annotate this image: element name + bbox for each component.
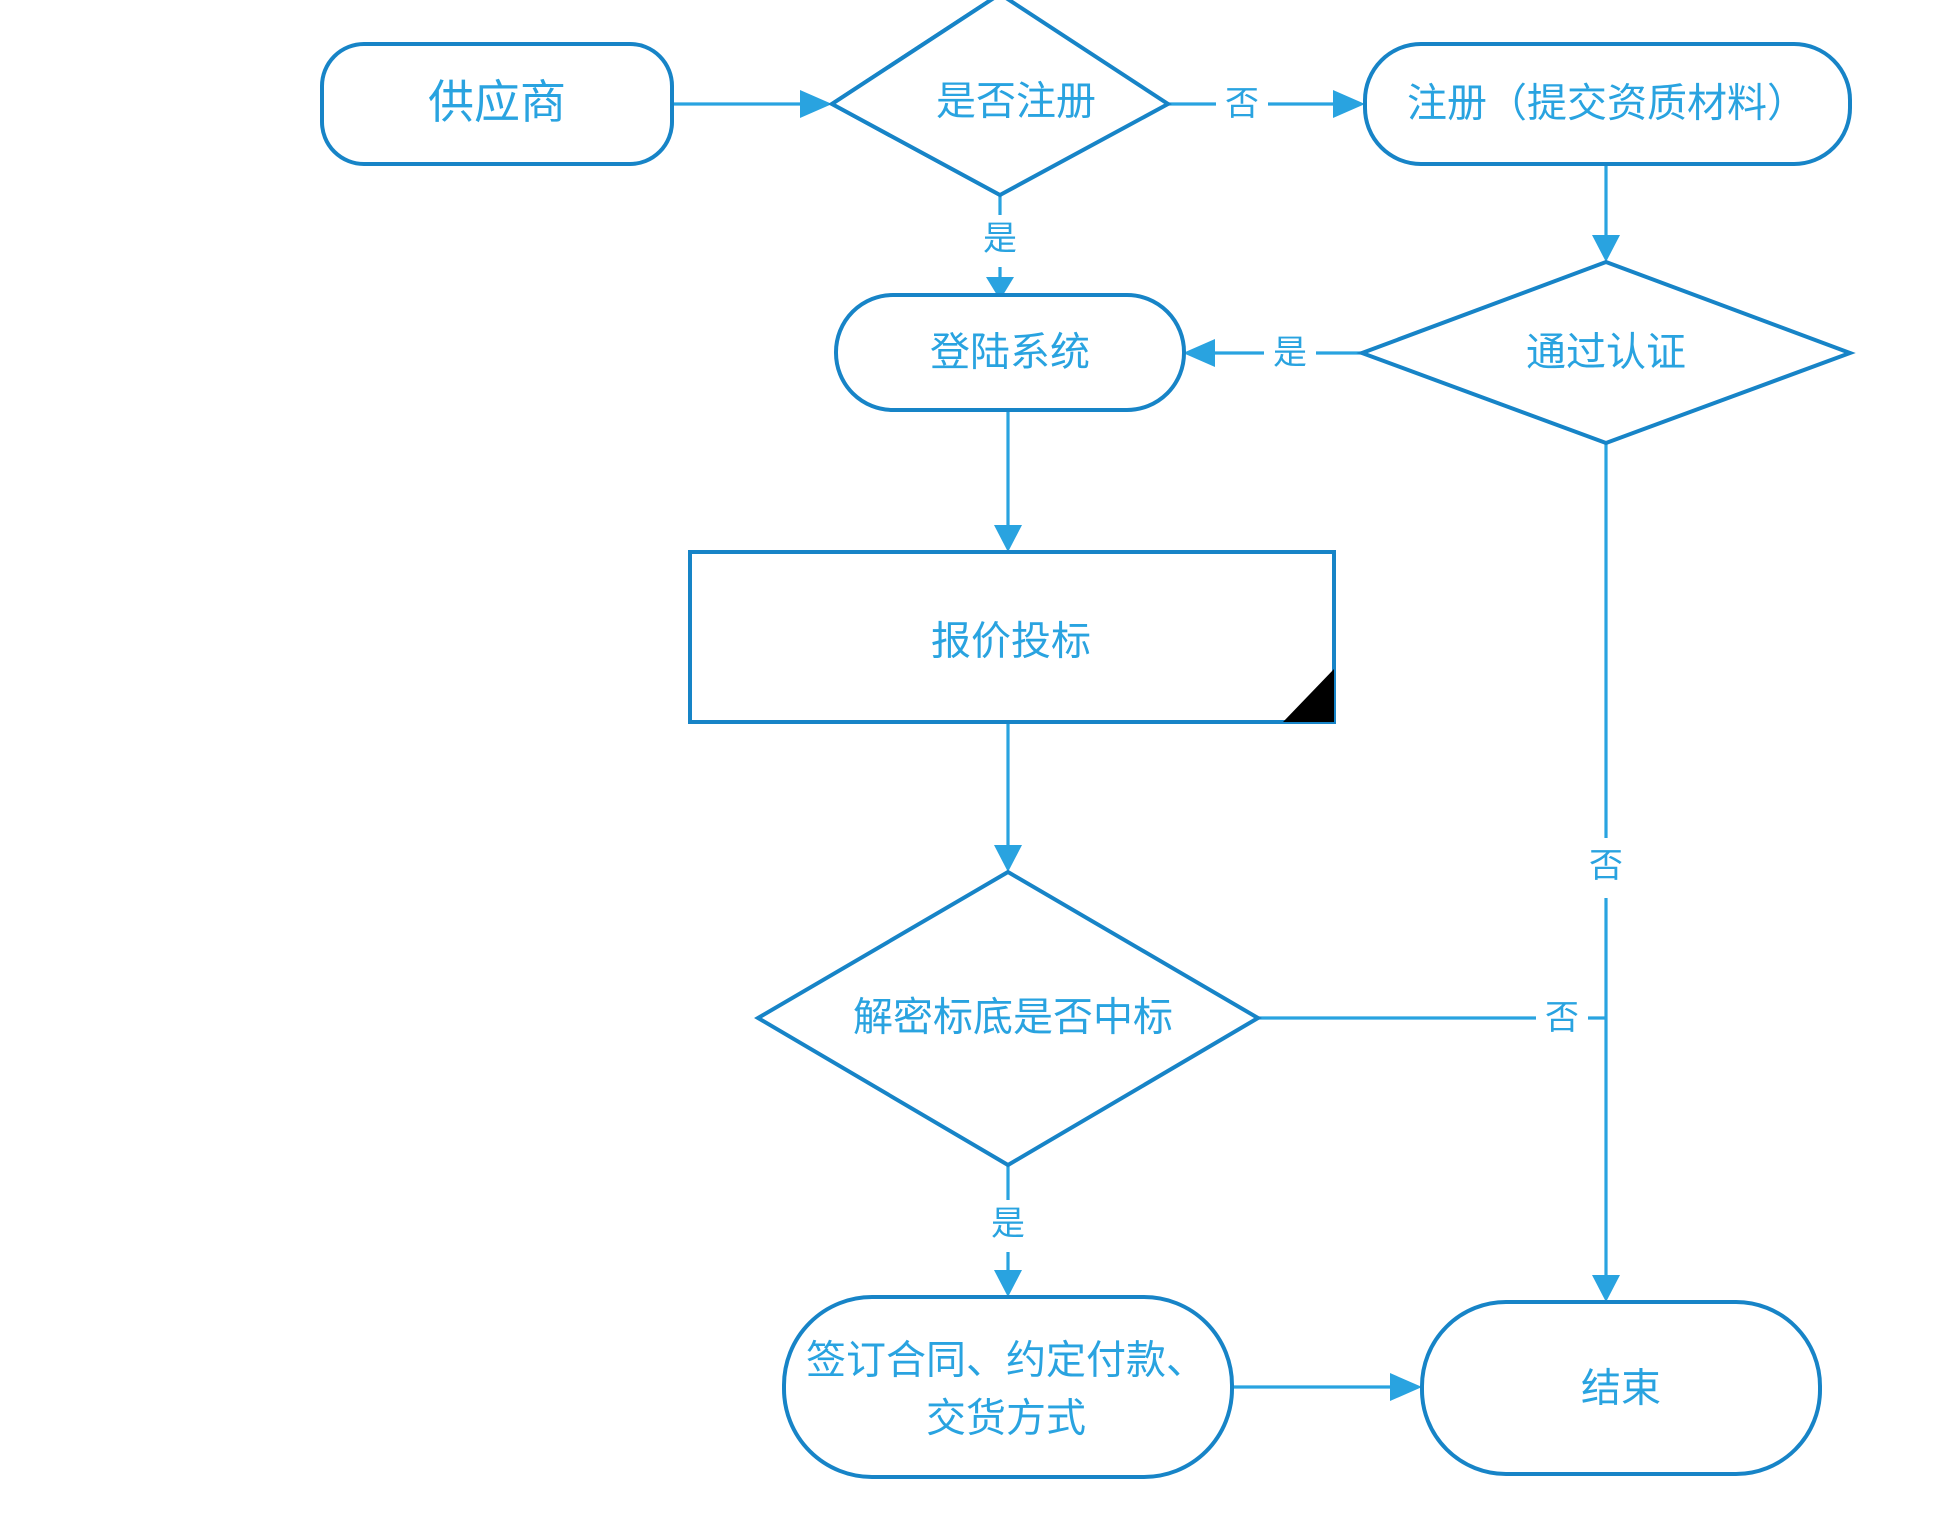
node-end[interactable]: 结束 [1420,1300,1822,1476]
edge-label-yes-3: 是 [991,1205,1025,1243]
edge-label-yes-1: 是 [983,220,1017,258]
node-supplier-label: 供应商 [428,76,566,128]
edge-is-reg-to-login: 是 [974,195,1026,300]
node-supplier[interactable]: 供应商 [320,42,674,166]
edge-label-yes-2: 是 [1273,334,1307,372]
edge-register-to-certified [1592,165,1620,262]
node-contract-label-line2: 交货方式 [926,1397,1086,1441]
node-is-registered[interactable]: 是否注册 [828,0,1172,198]
node-is-registered-label: 是否注册 [936,80,1096,124]
node-win-bid[interactable]: 解密标底是否中标 [754,869,1262,1168]
edge-certified-to-login: 是 [1183,327,1385,379]
edge-label-no-3: 否 [1545,999,1579,1037]
edge-is-reg-to-register: 否 [1100,78,1365,130]
node-contract-label-line1: 签订合同、约定付款、 [806,1339,1206,1383]
edge-bid-to-win [994,722,1022,872]
node-win-bid-label: 解密标底是否中标 [853,996,1173,1040]
node-bid-label: 报价投标 [931,620,1091,664]
node-login-label: 登陆系统 [930,331,1090,375]
edge-login-to-bid [994,410,1022,552]
node-bid[interactable]: 报价投标 [688,550,1336,724]
edge-win-to-contract: 是 [982,1165,1034,1297]
node-certified-label: 通过认证 [1526,331,1686,375]
edge-certified-to-end: 否 [1580,443,1632,1302]
node-certified[interactable]: 通过认证 [1356,259,1856,446]
node-contract[interactable]: 签订合同、约定付款、 交货方式 [782,1295,1234,1479]
edge-label-no-1: 否 [1225,85,1259,123]
edge-win-to-end: 否 [1258,992,1606,1044]
node-login[interactable]: 登陆系统 [834,293,1186,412]
edge-supplier-to-is-reg [672,90,832,118]
node-end-label: 结束 [1581,1367,1661,1411]
node-register-label: 注册（提交资质材料） [1407,82,1807,126]
edge-label-no-2: 否 [1589,847,1623,885]
edge-contract-to-end [1232,1373,1422,1401]
node-register[interactable]: 注册（提交资质材料） [1363,42,1852,166]
